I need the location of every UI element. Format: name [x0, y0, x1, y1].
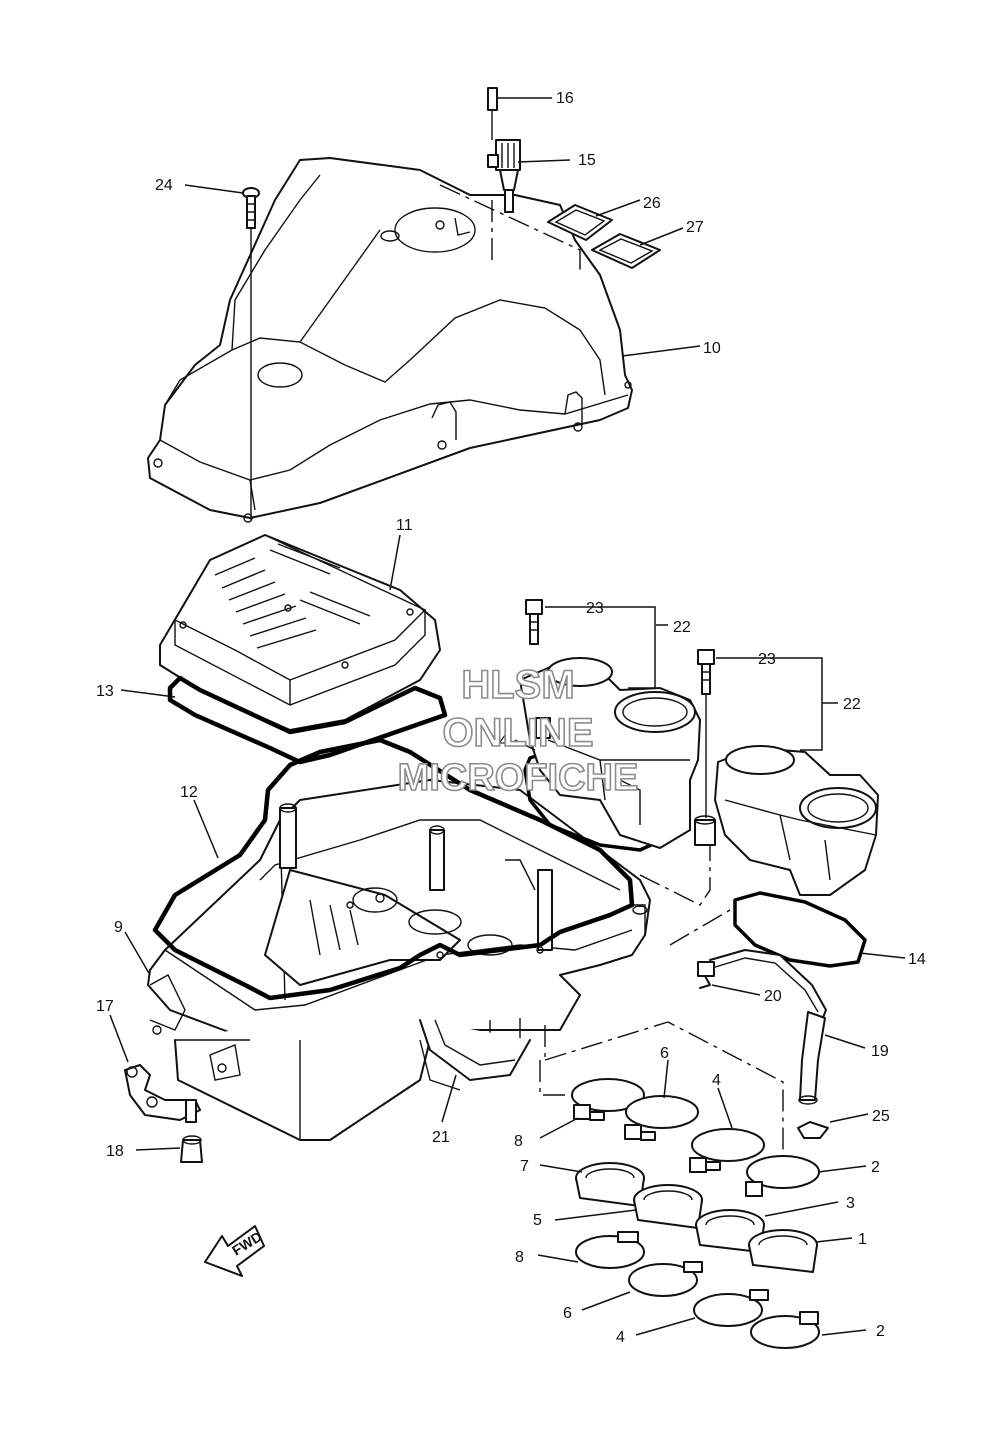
callout-15: 15 — [578, 152, 596, 169]
callout-18: 18 — [106, 1143, 124, 1160]
callout-21: 21 — [432, 1129, 450, 1146]
bracket-assembly — [124, 1064, 203, 1163]
watermark-line-2: ONLINE — [442, 711, 593, 755]
velocity-stack-left — [519, 657, 701, 849]
callout-24: 24 — [155, 177, 173, 194]
callout-20: 20 — [764, 988, 782, 1005]
forward-direction-arrow: FWD — [204, 1225, 265, 1277]
callout-17: 17 — [96, 998, 114, 1015]
joint-gasket-right — [733, 891, 867, 968]
callout-6b: 6 — [563, 1305, 572, 1322]
callout-14b: 14 — [908, 951, 926, 968]
callout-3: 3 — [846, 1195, 855, 1212]
velocity-stack-right — [694, 745, 879, 896]
callout-8a: 8 — [514, 1133, 523, 1150]
callout-26: 26 — [643, 195, 661, 212]
callout-22a: 22 — [673, 619, 691, 636]
watermark: HLSM ONLINE MICROFICHE — [397, 662, 639, 800]
callout-23b: 23 — [758, 651, 776, 668]
callout-2a: 2 — [871, 1159, 880, 1176]
callout-9: 9 — [114, 919, 123, 936]
intake-joints-and-clamps — [571, 1078, 820, 1349]
callout-4a: 4 — [712, 1072, 721, 1089]
watermark-line-3: MICROFICHE — [398, 757, 639, 799]
element-gasket — [167, 675, 448, 765]
callout-23a: 23 — [586, 600, 604, 617]
funnel-screws — [525, 599, 715, 818]
case-gasket — [152, 737, 635, 1001]
callout-11: 11 — [396, 517, 413, 534]
callout-12: 12 — [180, 784, 198, 801]
watermark-line-1: HLSM — [461, 663, 574, 707]
callout-4b: 4 — [616, 1329, 625, 1346]
intake-duct — [419, 1019, 531, 1081]
air-filter-element — [159, 534, 441, 731]
callout-19: 19 — [871, 1043, 889, 1060]
seal-pads — [547, 204, 661, 269]
air-cleaner-case — [147, 779, 651, 1141]
leader-lines — [109, 97, 906, 1336]
callout-5: 5 — [533, 1212, 542, 1229]
callout-2b: 2 — [876, 1323, 885, 1340]
callout-10: 10 — [703, 340, 721, 357]
callout-labels: 16 15 24 26 27 10 11 23 22 23 22 13 14 1… — [96, 90, 926, 1346]
callout-8b: 8 — [515, 1249, 524, 1266]
breather-hose — [697, 949, 829, 1139]
callout-14a: 14 — [490, 733, 508, 750]
callout-25: 25 — [872, 1108, 890, 1125]
case-cover — [147, 157, 633, 523]
callout-1: 1 — [858, 1231, 867, 1248]
sensor-assembly — [487, 87, 521, 213]
callout-27: 27 — [686, 219, 704, 236]
callout-22b: 22 — [843, 696, 861, 713]
callout-16: 16 — [556, 90, 574, 107]
callout-7: 7 — [520, 1158, 529, 1175]
callout-13: 13 — [96, 683, 114, 700]
callout-6a: 6 — [660, 1045, 669, 1062]
